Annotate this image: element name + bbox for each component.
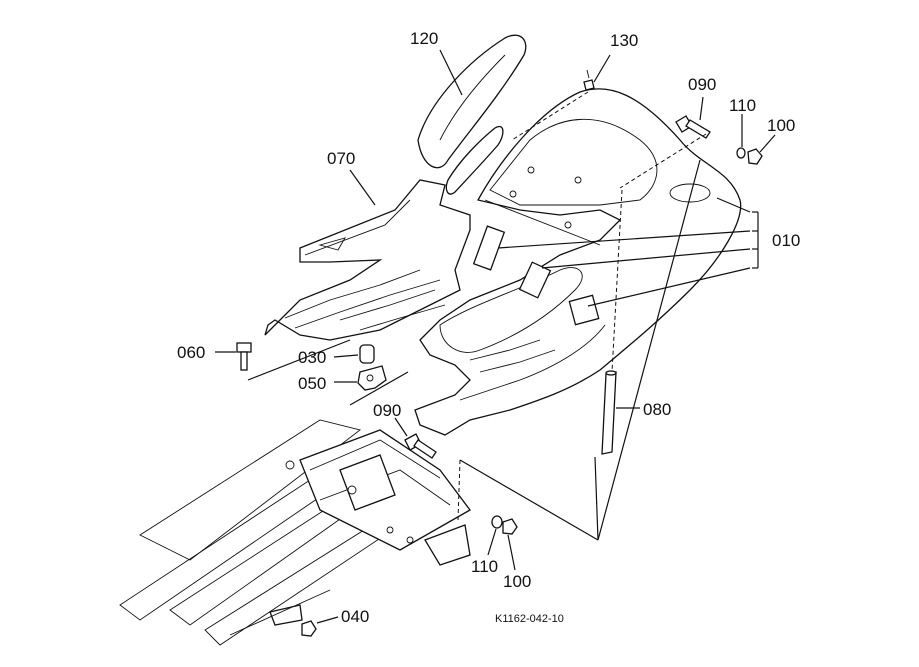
washer-110-lower-part xyxy=(491,515,503,529)
washer-110-upper-part xyxy=(736,147,746,159)
pipe-080-part xyxy=(601,370,617,455)
warning-label-3 xyxy=(568,294,600,326)
warning-label-1 xyxy=(472,225,506,271)
chassis-frame-part xyxy=(119,419,471,646)
part-labels: 120 130 090 110 100 070 010 060 030 050 … xyxy=(177,29,800,626)
bolt-060-part xyxy=(236,342,252,371)
label-090-upper: 090 xyxy=(688,75,716,94)
label-110-upper: 110 xyxy=(729,96,756,115)
rubber-part xyxy=(359,344,375,364)
nut-040-part xyxy=(301,620,317,637)
label-130: 130 xyxy=(610,31,638,50)
label-010: 010 xyxy=(772,231,800,250)
label-060: 060 xyxy=(177,343,205,362)
label-070: 070 xyxy=(327,149,355,168)
label-040: 040 xyxy=(341,607,369,626)
label-120: 120 xyxy=(410,29,438,48)
bracket-part xyxy=(357,365,387,391)
label-100-upper: 100 xyxy=(767,116,795,135)
floor-mat-part xyxy=(264,179,471,341)
bolt-130-part xyxy=(583,69,595,91)
label-050: 050 xyxy=(298,374,326,393)
fender-body-part xyxy=(414,88,742,436)
bolt-090-lower-part xyxy=(404,433,437,459)
label-100-lower: 100 xyxy=(503,572,531,591)
label-080: 080 xyxy=(643,400,671,419)
drawing-code: K1162-042-10 xyxy=(495,613,564,625)
warning-label-2 xyxy=(518,261,552,299)
label-110-lower: 110 xyxy=(471,557,498,576)
bolt-090-upper-part xyxy=(675,115,711,139)
nut-100-lower-part xyxy=(502,518,518,535)
label-090-lower: 090 xyxy=(373,401,401,420)
leader-lines xyxy=(215,49,776,624)
seat-cushion-part xyxy=(417,34,527,195)
nut-100-upper-part xyxy=(747,148,763,165)
label-030: 030 xyxy=(298,348,326,367)
